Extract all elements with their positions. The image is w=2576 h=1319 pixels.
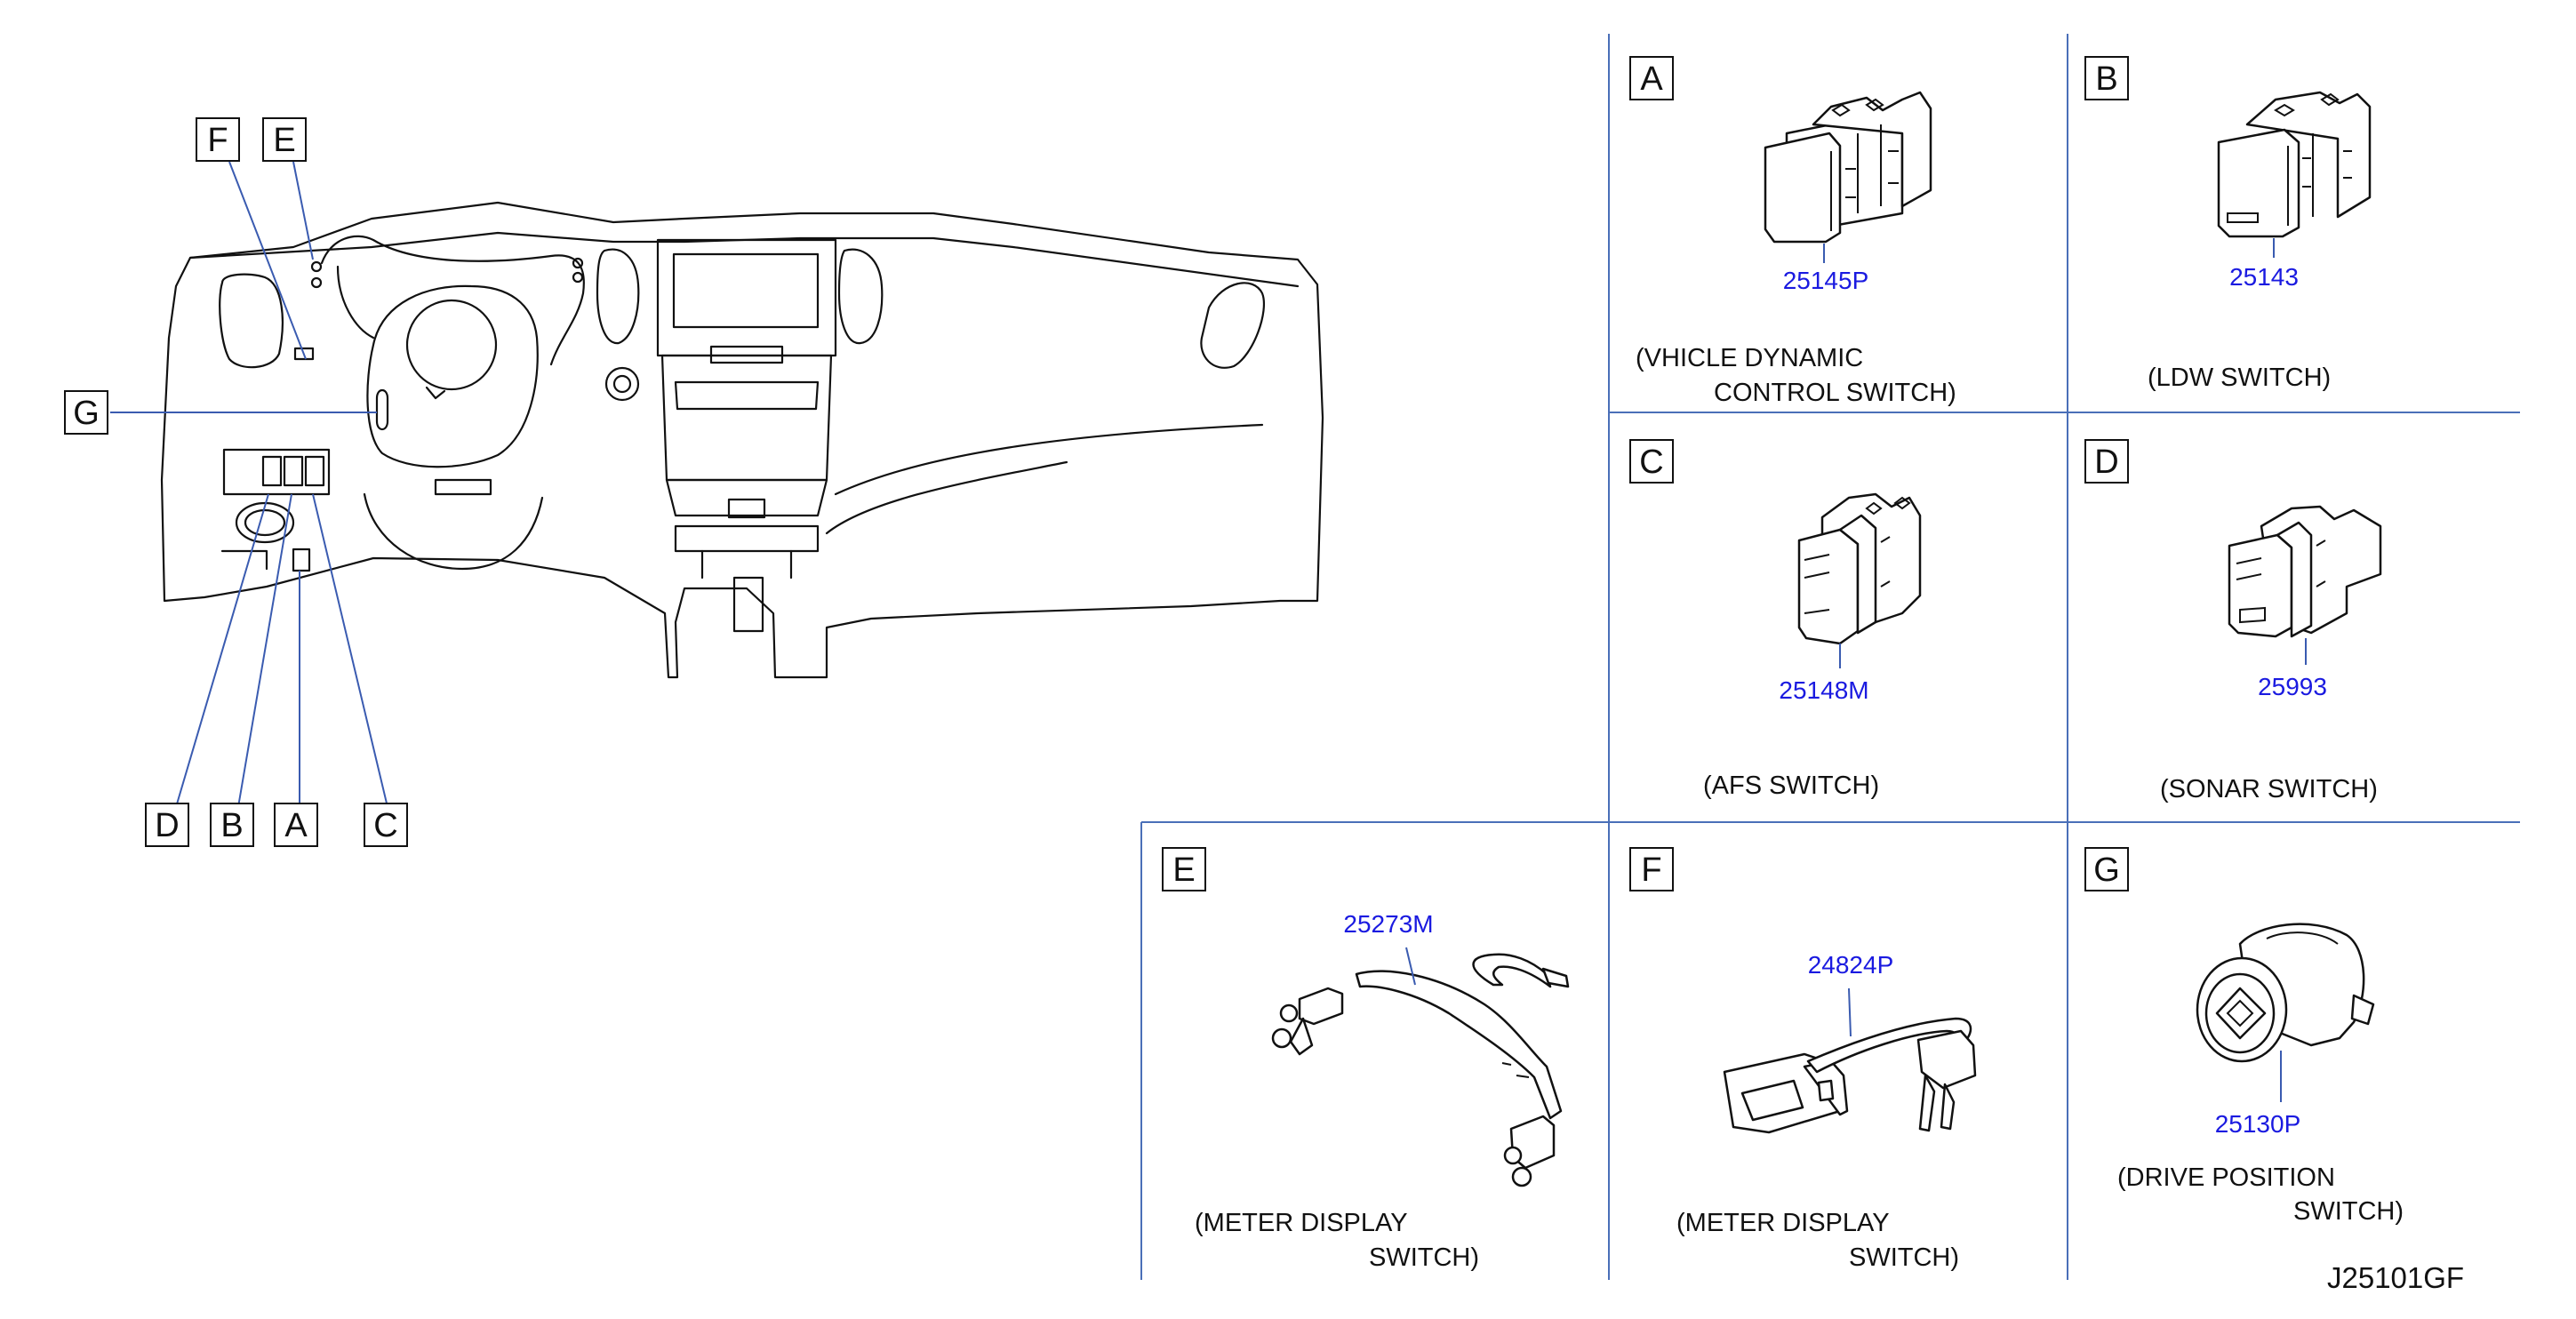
panel-e-letter: E — [1172, 851, 1195, 889]
drawing-code: J25101GF — [2327, 1261, 2464, 1294]
panel-d-part-number: 25993 — [2258, 673, 2327, 700]
panel-e-description-line1: (METER DISPLAY — [1195, 1209, 1408, 1237]
callout-box-b — [210, 803, 254, 847]
panel-a-letter-box — [1629, 56, 1674, 100]
panel-e-description-line2: SWITCH) — [1369, 1243, 1479, 1272]
vdc-switch-part — [1764, 91, 1932, 263]
panel-g-description-line1: (DRIVE POSITION — [2117, 1163, 2335, 1192]
panel-g-part-number: 25130P — [2215, 1110, 2301, 1138]
panel-e: E 25273M (METER DISPLAY SWITCH) — [1162, 847, 1570, 1272]
callout-letter-b: B — [220, 807, 243, 844]
panel-g-letter-box — [2084, 847, 2129, 891]
panel-f-part-number: 24824P — [1808, 951, 1894, 979]
callout-box-e — [262, 117, 307, 162]
drive-position-switch-part — [2196, 923, 2375, 1102]
callout-box-d — [145, 803, 189, 847]
callout-letter-c: C — [373, 807, 397, 844]
panel-b-part-number: 25143 — [2229, 263, 2299, 291]
afs-switch-part — [1797, 492, 1922, 668]
panel-f: F 24824P (METER DISPLAY SWITCH) — [1629, 847, 1977, 1272]
callout-letter-a: A — [284, 807, 308, 844]
overview-leaders — [110, 161, 388, 808]
callout-f: F — [196, 117, 240, 162]
callout-letter-e: E — [273, 122, 295, 159]
meter-display-switch-f-part — [1723, 987, 1977, 1134]
panel-b-letter: B — [2095, 60, 2117, 98]
ldw-switch-part — [2217, 91, 2372, 258]
panel-d: D 25993 (SONAR SWITCH) — [2084, 439, 2382, 803]
panel-c-description: (AFS SWITCH) — [1703, 771, 1879, 800]
panel-g: G 25130P (DRIVE POSITION SWITCH) — [2084, 847, 2404, 1226]
panel-a-description-line1: (VHICLE DYNAMIC — [1636, 344, 1863, 372]
panel-g-description-line2: SWITCH) — [2293, 1197, 2404, 1226]
panel-d-letter-box — [2084, 439, 2129, 484]
panel-b-letter-box — [2084, 56, 2129, 100]
panel-b-description: (LDW SWITCH) — [2148, 364, 2331, 392]
callout-box-f — [196, 117, 240, 162]
panel-c-letter: C — [1639, 444, 1663, 481]
callout-d: D — [145, 803, 189, 847]
panel-a-letter: A — [1640, 60, 1663, 98]
panel-c-part-number: 25148M — [1779, 676, 1868, 704]
panel-a: A 25145P (VHICLE DYNAMIC CONTROL SWITCH) — [1629, 56, 1956, 407]
panel-a-part-number: 25145P — [1783, 267, 1869, 294]
panel-grid — [1140, 34, 2520, 1280]
panel-f-description-line2: SWITCH) — [1849, 1243, 1959, 1272]
callout-box-g — [64, 390, 108, 435]
panel-e-part-number: 25273M — [1343, 910, 1433, 938]
sonar-switch-part — [2228, 505, 2382, 665]
panel-f-description-line1: (METER DISPLAY — [1676, 1209, 1890, 1237]
callout-e: E — [262, 117, 307, 162]
callout-c: C — [364, 803, 408, 847]
panel-f-letter: F — [1641, 851, 1661, 889]
panel-f-letter-box — [1629, 847, 1674, 891]
panel-c: C 25148M (AFS SWITCH) — [1629, 439, 1922, 800]
callout-a: A — [274, 803, 318, 847]
callout-box-a — [274, 803, 318, 847]
panel-g-letter: G — [2093, 851, 2120, 889]
callout-letter-f: F — [207, 122, 228, 159]
panel-b: B 25143 (LDW SWITCH) — [2084, 56, 2372, 392]
callout-g: G — [64, 390, 108, 435]
callout-letter-d: D — [155, 807, 179, 844]
dashboard-overview — [160, 201, 1324, 679]
callout-box-c — [364, 803, 408, 847]
overview-callouts: F E G D B A C — [64, 117, 408, 847]
callout-b: B — [210, 803, 254, 847]
panel-d-letter: D — [2094, 444, 2118, 481]
panel-a-description-line2: CONTROL SWITCH) — [1714, 379, 1956, 407]
panel-e-letter-box — [1162, 847, 1206, 891]
meter-display-switch-harness-e — [1271, 947, 1570, 1187]
panel-d-description: (SONAR SWITCH) — [2160, 775, 2378, 803]
panel-c-letter-box — [1629, 439, 1674, 484]
callout-letter-g: G — [73, 395, 100, 432]
